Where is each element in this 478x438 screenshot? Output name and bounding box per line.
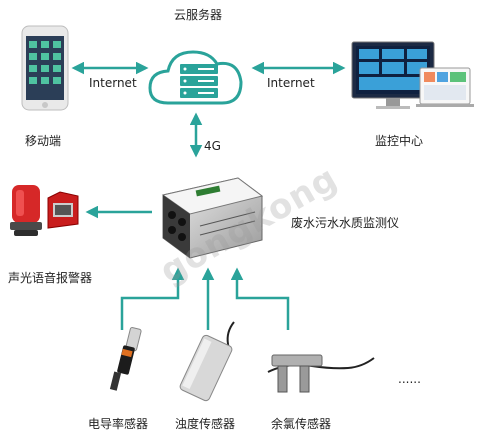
4g-label: 4G — [204, 139, 221, 153]
monitor-center-icon — [351, 41, 474, 109]
alarm-label: 声光语音报警器 — [8, 271, 93, 285]
arrow-chlorine-device — [230, 267, 290, 330]
conductivity-sensor-icon — [109, 327, 142, 391]
right-internet-label: Internet — [267, 76, 315, 90]
monitor-center-label: 监控中心 — [375, 134, 424, 148]
mobile-phone-icon — [21, 25, 69, 111]
conductivity-sensor-label: 电导率感器 — [88, 417, 149, 431]
turbidity-sensor-label: 浊度传感器 — [175, 417, 236, 431]
cloud-server-label: 云服务器 — [174, 8, 223, 22]
turbidity-sensor-icon — [179, 321, 235, 402]
left-internet-label: Internet — [89, 76, 137, 90]
cloud-server-icon — [148, 50, 243, 105]
mobile-label: 移动端 — [25, 134, 62, 148]
alarm-icon — [10, 185, 79, 236]
more-sensors-ellipsis: ...... — [398, 372, 421, 386]
connection-arrows — [71, 61, 346, 330]
chlorine-sensor-label: 余氯传感器 — [271, 417, 332, 431]
water-quality-monitor-device-icon — [161, 177, 264, 259]
chlorine-sensor-icon — [267, 354, 375, 393]
arrow-conductivity-device — [120, 267, 185, 330]
device-label: 废水污水水质监测仪 — [291, 216, 400, 230]
